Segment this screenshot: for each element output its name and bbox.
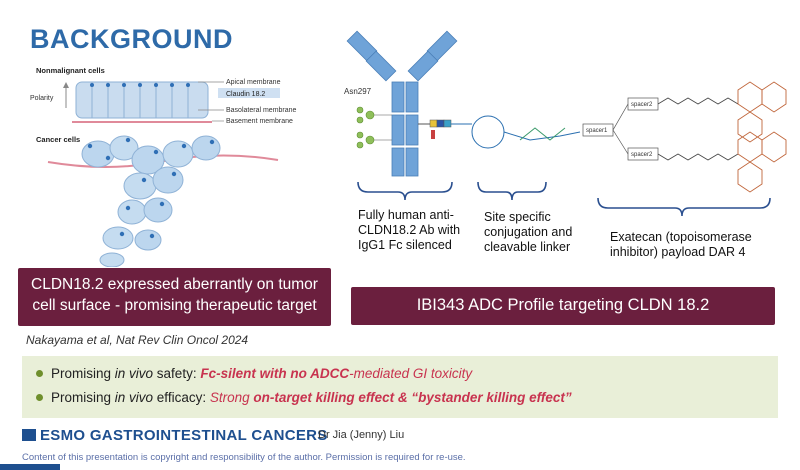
polarity-label: Polarity [30,95,54,102]
esmo-mark-icon [22,429,36,441]
adc-profile-box: IBI343 ADC Profile targeting CLDN 18.2 [351,287,775,325]
safety-bullet: Promising in vivo safety: Fc-silent with… [36,362,766,386]
linker-icon [451,115,581,149]
claudin-cell-diagram: Nonmalignant cells Polarity Apical membr… [30,66,297,267]
adc-structure-diagram: Asn297 spacer1 spacer2 spacer2 [344,30,787,217]
slide-title: BACKGROUND [30,24,233,54]
presenter-name: Dr Jia (Jenny) Liu [318,429,405,441]
linker-caption: Site specific conjugation and cleavable … [484,210,573,254]
spacer1-label: spacer1 [586,128,608,134]
spacer2a-label: spacer2 [631,102,653,108]
payload-caption: Exatecan (topoisomerase inhibitor) paylo… [610,230,752,259]
glycan-icon [356,106,392,149]
claudin-label: Claudin 18.2 [226,91,265,98]
conjugation-site-icon [418,119,452,139]
copyright-notice: Content of this presentation is copyrigh… [22,452,466,463]
esmo-logo: ESMO GASTROINTESTINAL CANCERS [22,426,328,444]
claudin-summary-box: CLDN18.2 expressed aberrantly on tumor c… [18,268,331,326]
bullet-dot-icon [36,369,43,377]
basement-label: Basement membrane [226,118,293,125]
spacer2b-label: spacer2 [631,152,653,158]
exatecan-payload-icon [737,81,787,193]
efficacy-bullet: Promising in vivo efficacy: Strong on-ta… [36,386,766,410]
key-points-panel: Promising in vivo safety: Fc-silent with… [22,356,778,418]
cancer-cell-cluster [47,135,279,267]
antibody-icon [346,30,458,177]
peptide-chain-icon [657,97,739,161]
cancer-label: Cancer cells [36,135,80,144]
apical-label: Apical membrane [226,79,281,86]
asn-label: Asn297 [344,87,372,96]
bullet-dot-icon [36,393,43,401]
nonmalignant-label: Nonmalignant cells [36,66,105,75]
group-brackets [357,181,771,217]
basolateral-label: Basolateral membrane [226,107,297,114]
antibody-caption: Fully human anti-CLDN18.2 Ab with IgG1 F… [358,208,461,252]
corner-accent [0,464,60,470]
citation: Nakayama et al, Nat Rev Clin Oncol 2024 [26,333,249,347]
spacer-boxes: spacer1 spacer2 spacer2 [582,97,659,161]
normal-cell-layer [72,81,212,123]
